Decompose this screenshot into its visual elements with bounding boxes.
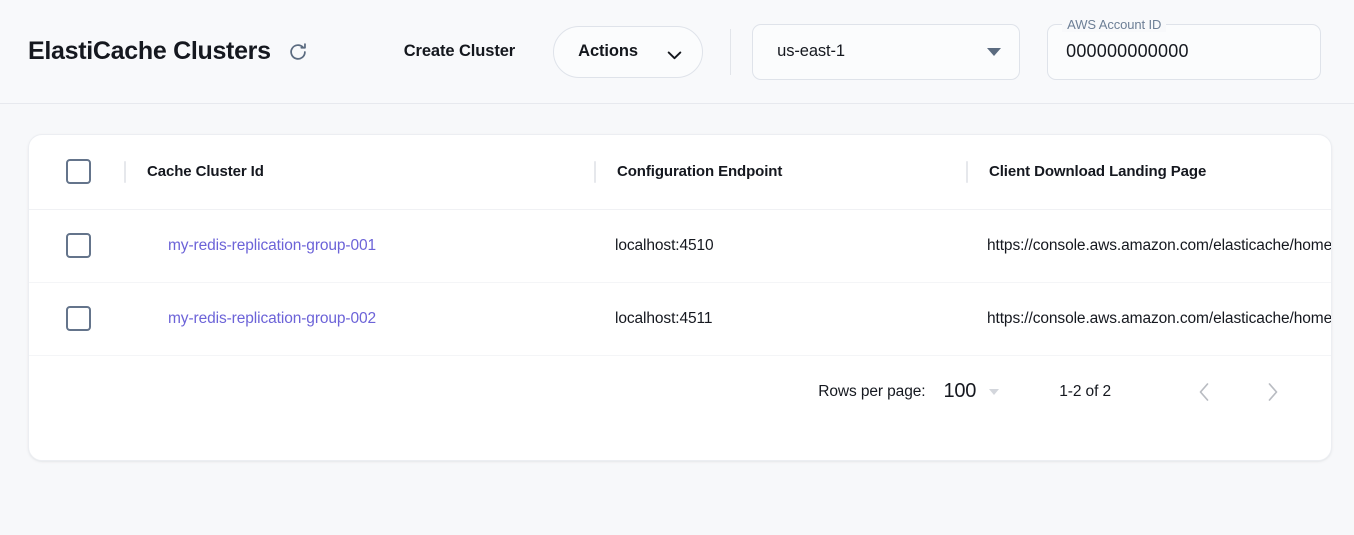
column-header-endpoint[interactable]: Configuration Endpoint (594, 135, 966, 210)
column-header-landing-page[interactable]: Client Download Landing Page (966, 135, 1331, 210)
table-pagination: Rows per page: 100 1-2 of 2 (29, 356, 1331, 428)
clusters-card: Cache Cluster Id Configuration Endpoint … (28, 134, 1332, 461)
select-all-header (29, 135, 124, 210)
aws-account-id-label: AWS Account ID (1062, 16, 1167, 32)
row-select-cell (29, 282, 124, 356)
cell-landing-page: https://console.aws.amazon.com/elasticac… (966, 282, 1331, 356)
cell-landing-page: https://console.aws.amazon.com/elasticac… (966, 209, 1331, 283)
cell-endpoint: localhost:4511 (594, 282, 966, 356)
column-header-label: Client Download Landing Page (989, 163, 1207, 181)
cell-cluster-id: my-redis-replication-group-001 (124, 209, 594, 283)
main-content: Cache Cluster Id Configuration Endpoint … (0, 104, 1354, 461)
refresh-button[interactable] (285, 39, 311, 65)
row-checkbox[interactable] (66, 306, 91, 331)
cell-cluster-id: my-redis-replication-group-002 (124, 282, 594, 356)
column-header-cluster-id[interactable]: Cache Cluster Id (124, 135, 594, 210)
table-row[interactable]: my-redis-replication-group-002 localhost… (29, 282, 1331, 356)
row-checkbox[interactable] (66, 233, 91, 258)
aws-account-id-field[interactable]: AWS Account ID 000000000000 (1047, 16, 1322, 80)
chevron-down-icon (667, 47, 682, 60)
table-header-row: Cache Cluster Id Configuration Endpoint … (29, 135, 1331, 210)
app-header: ElastiCache Clusters Create Cluster Acti… (0, 0, 1354, 104)
rows-per-page-value: 100 (943, 380, 977, 402)
cluster-id-link[interactable]: my-redis-replication-group-001 (168, 236, 377, 254)
triangle-down-icon (989, 388, 1000, 395)
chevron-left-icon (1196, 380, 1213, 404)
table-head: Cache Cluster Id Configuration Endpoint … (29, 135, 1331, 210)
actions-button-label: Actions (578, 42, 638, 60)
select-all-checkbox[interactable] (66, 159, 91, 185)
region-select-value: us-east-1 (777, 42, 846, 60)
triangle-down-icon (987, 47, 1002, 56)
rows-per-page-label: Rows per page: (818, 382, 926, 400)
column-header-label: Configuration Endpoint (617, 163, 783, 181)
column-separator (124, 160, 126, 183)
table-row[interactable]: my-redis-replication-group-001 localhost… (29, 209, 1331, 283)
header-divider (730, 28, 732, 75)
pagination-range-label: 1-2 of 2 (1059, 382, 1111, 400)
cluster-id-link[interactable]: my-redis-replication-group-002 (168, 309, 377, 327)
clusters-table: Cache Cluster Id Configuration Endpoint … (29, 135, 1331, 356)
column-separator (594, 160, 596, 183)
region-select[interactable]: us-east-1 (752, 23, 1021, 80)
create-cluster-button[interactable]: Create Cluster (400, 36, 519, 67)
page-title: ElastiCache Clusters (28, 37, 271, 65)
aws-account-id-value: 000000000000 (1066, 41, 1189, 61)
row-select-cell (29, 209, 124, 283)
title-group: ElastiCache Clusters (28, 37, 311, 66)
rows-per-page-select[interactable]: 100 (943, 380, 1000, 403)
column-header-label: Cache Cluster Id (147, 163, 264, 181)
cell-endpoint: localhost:4510 (594, 209, 966, 283)
next-page-button[interactable] (1251, 371, 1293, 413)
column-separator (966, 160, 968, 183)
refresh-icon (287, 41, 309, 63)
actions-button[interactable]: Actions (553, 25, 704, 78)
table-body: my-redis-replication-group-001 localhost… (29, 209, 1331, 356)
previous-page-button[interactable] (1183, 371, 1225, 413)
chevron-right-icon (1264, 380, 1281, 404)
